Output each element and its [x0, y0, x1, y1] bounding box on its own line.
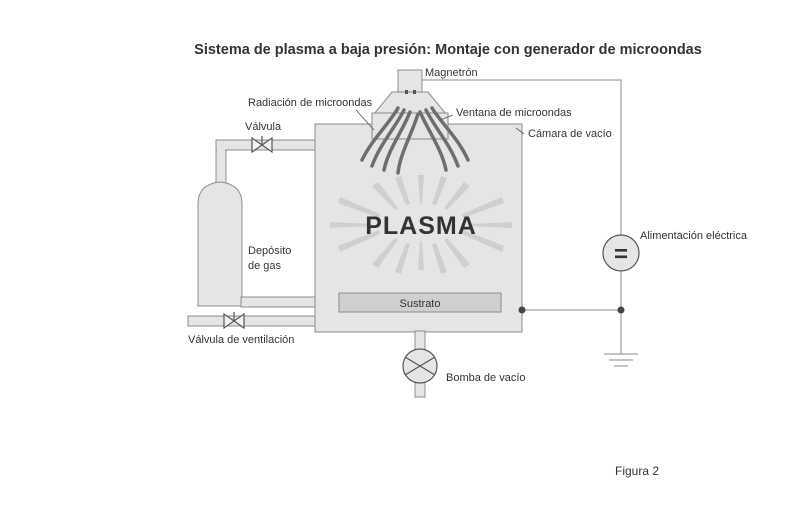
gas-tank-label-line2: de gas — [248, 260, 282, 272]
pipe-joint — [217, 141, 225, 151]
plasma-label: PLASMA — [365, 212, 477, 240]
power-supply — [602, 234, 640, 272]
microwave-radiation-waves — [360, 106, 470, 175]
chamber-ground-node — [518, 306, 526, 314]
ground-junction-node — [617, 306, 625, 314]
magnetron-pin-left — [405, 90, 408, 94]
power-symbol: = — [614, 241, 628, 268]
substrate-label: Sustrato — [400, 298, 441, 310]
microwave-radiation-label: Radiación de microondas — [248, 97, 373, 109]
valve[interactable] — [251, 136, 273, 154]
substrate — [338, 292, 502, 313]
microwave-window-label: Ventana de microondas — [456, 107, 572, 119]
vacuum-pump-label: Bomba de vacío — [446, 372, 526, 384]
plasma-glow-rays — [330, 175, 512, 274]
vent-pipe — [187, 315, 317, 327]
figure-label: Figura 2 — [615, 464, 659, 478]
magnetron-pin-right — [413, 90, 416, 94]
vent-valve[interactable] — [223, 312, 245, 330]
vacuum-pump — [402, 330, 438, 398]
power-supply-label: Alimentación eléctrica — [640, 230, 748, 242]
vacuum-chamber-label: Cámara de vacío — [528, 128, 612, 140]
gas-tank — [197, 181, 243, 307]
tank-outlet-pipe — [240, 296, 317, 308]
vent-valve-label: Válvula de ventilación — [188, 334, 294, 346]
gas-tank-label-line1: Depósito — [248, 245, 291, 257]
magnetron-label: Magnetrón — [425, 67, 478, 79]
valve-label: Válvula — [245, 121, 282, 133]
leader-lines — [355, 109, 525, 135]
diagram-title: Sistema de plasma a baja presión: Montaj… — [194, 42, 702, 58]
